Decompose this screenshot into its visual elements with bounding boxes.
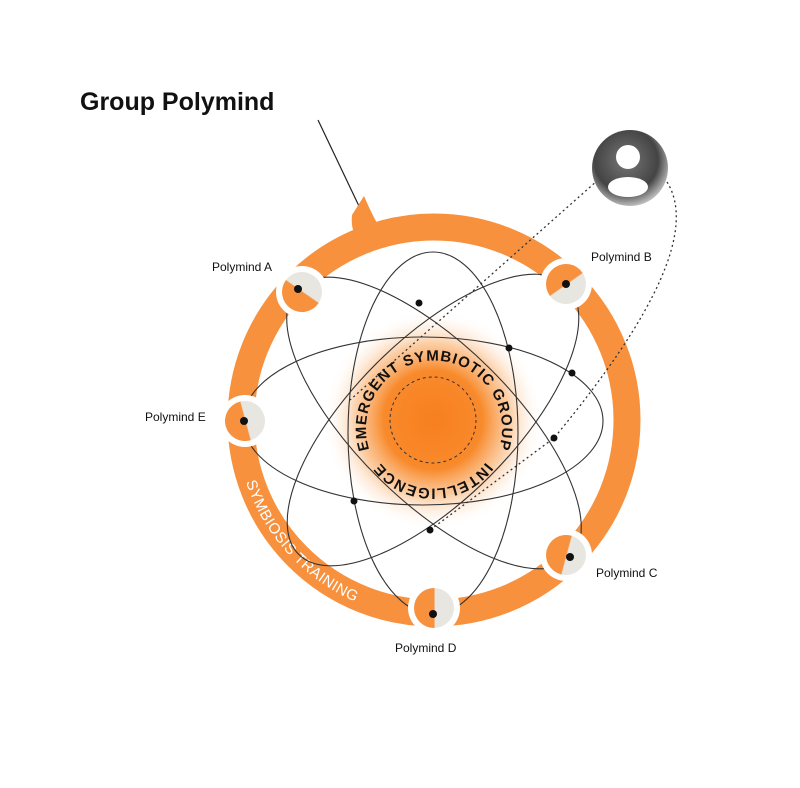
intersection-dot — [550, 434, 558, 442]
intersection-dots — [350, 299, 576, 534]
node-e-label: Polymind E — [145, 410, 206, 424]
user-avatar-icon[interactable] — [592, 130, 668, 206]
node-a-label: Polymind A — [212, 260, 272, 274]
core-glow — [323, 310, 543, 530]
user-connection-2 — [429, 181, 677, 531]
node-d-label: Polymind D — [395, 641, 457, 655]
node-c-label: Polymind C — [596, 566, 658, 580]
node-c[interactable] — [539, 528, 594, 583]
node-a[interactable] — [276, 266, 328, 318]
node-b-label: Polymind B — [591, 250, 652, 264]
intersection-dot — [426, 526, 434, 534]
node-b[interactable] — [540, 258, 592, 310]
node-d[interactable] — [406, 580, 463, 637]
node-e[interactable] — [218, 394, 273, 449]
user-connection-1 — [349, 179, 599, 401]
intersection-dot — [568, 369, 576, 377]
intersection-dot — [350, 497, 358, 505]
intersection-dot — [505, 344, 513, 352]
intersection-dot — [415, 299, 423, 307]
diagram-title: Group Polymind — [80, 88, 274, 116]
core-dashed-circle — [389, 376, 477, 464]
